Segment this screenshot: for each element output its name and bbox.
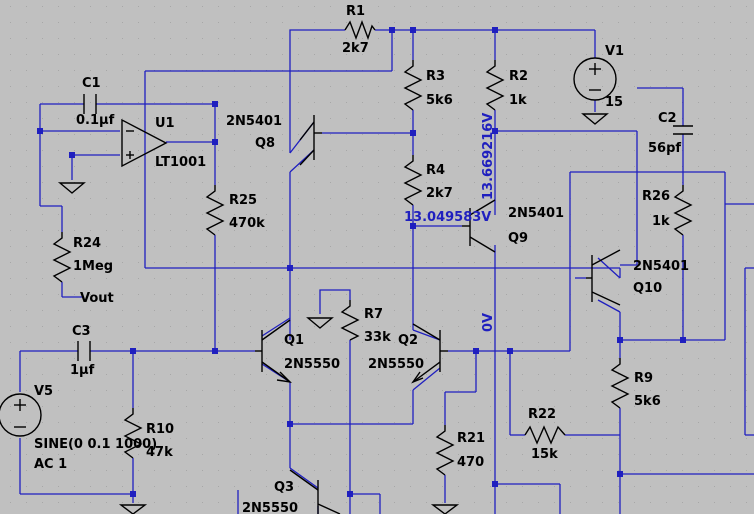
label-r3-name: R3 bbox=[426, 69, 445, 84]
label-r3-value: 5k6 bbox=[426, 93, 453, 108]
label-r1-name: R1 bbox=[346, 4, 365, 19]
node-voltage-labels: 13.669216V 13.049583V 0V bbox=[404, 113, 496, 332]
label-v1-name: V1 bbox=[605, 44, 624, 59]
label-r7-value: 33k bbox=[364, 330, 391, 345]
label-r10-name: R10 bbox=[146, 422, 174, 437]
label-v5-name: V5 bbox=[34, 384, 53, 399]
resistor-r24-symbol[interactable] bbox=[52, 232, 72, 283]
ground-icon bbox=[58, 182, 86, 194]
label-q3-name: Q3 bbox=[274, 480, 294, 495]
label-r1-value: 2k7 bbox=[342, 41, 369, 56]
label-r2-value: 1k bbox=[509, 93, 527, 108]
capacitor-c1-symbol[interactable] bbox=[83, 94, 97, 114]
label-q8-model: 2N5401 bbox=[226, 114, 282, 129]
label-r26-name: R26 bbox=[642, 189, 670, 204]
voltage-source-v1-symbol[interactable] bbox=[573, 57, 617, 101]
label-r21-value: 470 bbox=[457, 455, 484, 470]
ground-icon bbox=[118, 504, 148, 514]
label-c1-value: 0.1µf bbox=[76, 113, 115, 128]
label-q3-model: 2N5550 bbox=[242, 501, 298, 514]
label-v5-ac: AC 1 bbox=[34, 457, 67, 472]
label-q1-model: 2N5550 bbox=[284, 357, 340, 372]
resistor-r10-symbol[interactable] bbox=[123, 408, 143, 459]
label-vout-net: Vout bbox=[80, 291, 114, 306]
label-r9-value: 5k6 bbox=[634, 394, 661, 409]
voltage-source-v5-symbol[interactable] bbox=[0, 393, 42, 437]
label-r10-value: 47k bbox=[146, 445, 173, 460]
transistor-q3-symbol[interactable] bbox=[289, 469, 341, 514]
resistor-r21-symbol[interactable] bbox=[435, 425, 455, 476]
label-q10-model: 2N5401 bbox=[633, 259, 689, 274]
resistor-r22-symbol[interactable] bbox=[524, 425, 566, 445]
resistor-r26-symbol[interactable] bbox=[673, 185, 693, 236]
resistor-r9-symbol[interactable] bbox=[610, 358, 630, 409]
label-r9-name: R9 bbox=[634, 371, 653, 386]
resistor-r2-symbol[interactable] bbox=[485, 60, 505, 111]
capacitor-c2-symbol[interactable] bbox=[673, 125, 693, 135]
resistor-r25-symbol[interactable] bbox=[205, 185, 225, 236]
label-v1-value: 15 bbox=[605, 95, 623, 110]
label-v5-value: SINE(0 0.1 1000) bbox=[34, 437, 157, 452]
transistor-q1-symbol[interactable] bbox=[255, 319, 293, 384]
voltage-q9-collector: 0V bbox=[481, 313, 496, 332]
label-c3-name: C3 bbox=[72, 324, 91, 339]
component-labels: R1 2k7 R3 5k6 R2 1k V1 15 C2 56pf R26 1k… bbox=[34, 4, 689, 514]
label-u1-name: U1 bbox=[155, 116, 175, 131]
transistor-q8-symbol[interactable] bbox=[299, 115, 322, 166]
transistor-q2-symbol[interactable] bbox=[411, 323, 448, 384]
label-r21-name: R21 bbox=[457, 431, 485, 446]
label-r25-value: 470k bbox=[229, 216, 265, 231]
label-q8-name: Q8 bbox=[255, 136, 275, 151]
label-r24-name: R24 bbox=[73, 236, 101, 251]
capacitor-c3-symbol[interactable] bbox=[77, 341, 91, 361]
label-r22-value: 15k bbox=[531, 447, 558, 462]
label-r26-value: 1k bbox=[652, 214, 670, 229]
junction-dots bbox=[37, 27, 686, 497]
label-c3-value: 1µf bbox=[70, 363, 95, 378]
label-r25-name: R25 bbox=[229, 193, 257, 208]
label-c2-name: C2 bbox=[658, 111, 677, 126]
ground-icon bbox=[581, 113, 609, 125]
label-r2-name: R2 bbox=[509, 69, 528, 84]
label-r22-name: R22 bbox=[528, 407, 556, 422]
resistor-r1-symbol[interactable] bbox=[344, 20, 376, 41]
label-q2-name: Q2 bbox=[398, 333, 418, 348]
label-c1-name: C1 bbox=[82, 76, 101, 91]
resistor-r4-symbol[interactable] bbox=[403, 155, 423, 206]
ground-icon bbox=[430, 504, 460, 514]
label-q1-name: Q1 bbox=[284, 333, 304, 348]
label-r24-value: 1Meg bbox=[73, 259, 113, 274]
resistor-r3-symbol[interactable] bbox=[403, 60, 423, 111]
voltage-q9-base: 13.049583V bbox=[404, 210, 491, 225]
opamp-u1-symbol[interactable] bbox=[121, 118, 168, 168]
label-q9-name: Q9 bbox=[508, 231, 528, 246]
label-r7-name: R7 bbox=[364, 307, 383, 322]
resistor-r7-symbol[interactable] bbox=[340, 300, 360, 341]
ground-icon bbox=[306, 317, 334, 329]
transistor-q10-symbol[interactable] bbox=[586, 249, 621, 306]
voltage-q9-emitter: 13.669216V bbox=[481, 113, 496, 200]
label-q2-model: 2N5550 bbox=[368, 357, 424, 372]
label-r4-name: R4 bbox=[426, 163, 445, 178]
label-c2-value: 56pf bbox=[648, 141, 681, 156]
label-u1-model: LT1001 bbox=[155, 155, 206, 170]
transistor-q9-symbol[interactable] bbox=[462, 199, 496, 253]
label-q10-name: Q10 bbox=[633, 281, 662, 296]
label-r4-value: 2k7 bbox=[426, 186, 453, 201]
label-q9-model: 2N5401 bbox=[508, 206, 564, 221]
